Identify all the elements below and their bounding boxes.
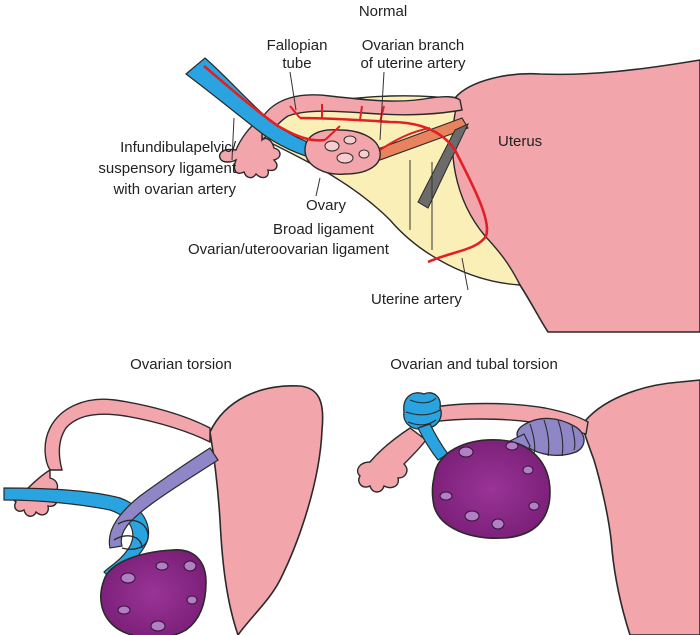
- follicle: [324, 140, 340, 152]
- uterine-artery: [299, 116, 489, 264]
- follicle: [528, 501, 540, 511]
- label-ovarian-branch-2: of uterine artery: [360, 55, 466, 72]
- round-ligament: [417, 122, 470, 209]
- label-uteroovarian: Ovarian/uteroovarian ligament: [188, 241, 390, 258]
- fimbriae: [218, 116, 281, 179]
- follicle: [117, 605, 131, 615]
- leader-ovary: [315, 177, 321, 197]
- leader-uterine-artery: [461, 257, 469, 291]
- follicle: [150, 620, 166, 632]
- label-broad-ligament: Broad ligament: [273, 221, 375, 238]
- ligament-blue-coil: [403, 392, 442, 430]
- label-uterine-artery: Uterine artery: [371, 291, 462, 308]
- tubal-torsion-panel: Ovarian and tubal torsion: [356, 356, 700, 635]
- ovarian-torsion-title: Ovarian torsion: [130, 356, 232, 373]
- label-ligament-3: with ovarian artery: [112, 181, 236, 198]
- follicle: [522, 465, 534, 475]
- twist-torsion: [113, 519, 149, 550]
- follicle: [458, 446, 474, 458]
- fallopian-tube: [261, 94, 463, 142]
- follicle: [491, 518, 505, 530]
- tubal-torsion-title: Ovarian and tubal torsion: [390, 356, 558, 373]
- label-ligament-2: suspensory ligament: [98, 160, 236, 177]
- ovarian-artery: [203, 65, 326, 142]
- fallopian-tube-tubal: [429, 402, 589, 435]
- uterus-tubal: [581, 379, 700, 635]
- blue-coil-turns: [405, 397, 441, 426]
- label-fallopian-1: Fallopian: [267, 37, 328, 54]
- follicle: [464, 510, 480, 522]
- follicle: [343, 135, 357, 145]
- leader-ovarian-branch: [379, 71, 385, 141]
- normal-panel: Normal Fallopian tube Ovarian branch of …: [98, 3, 700, 333]
- ovary-torsed-tubal: [431, 439, 551, 539]
- follicle: [186, 595, 198, 605]
- follicle: [155, 561, 169, 571]
- follicle: [505, 441, 519, 451]
- follicle: [120, 572, 136, 584]
- fimbriae-tubal: [356, 427, 427, 493]
- uterus-torsion: [209, 385, 324, 635]
- follicle: [439, 491, 453, 501]
- label-ligament-1: Infundibulapelvic/: [120, 139, 237, 156]
- label-uterus: Uterus: [498, 133, 542, 150]
- uterus-normal: [422, 59, 700, 333]
- fallopian-tube-torsion: [44, 398, 211, 471]
- follicle: [358, 149, 370, 159]
- leader-fallopian: [289, 71, 297, 111]
- follicle: [336, 152, 354, 164]
- leader-ligament: [231, 117, 235, 161]
- ovarian-torsion-panel: Ovarian torsion: [3, 356, 324, 635]
- label-ovarian-branch-1: Ovarian branch: [362, 37, 465, 54]
- ligament-purple-torsion: [108, 447, 219, 549]
- label-ovary: Ovary: [306, 197, 347, 214]
- normal-title: Normal: [359, 3, 407, 20]
- purple-coil-turns: [529, 419, 576, 457]
- label-fallopian-2: tube: [282, 55, 311, 72]
- follicle: [183, 560, 197, 572]
